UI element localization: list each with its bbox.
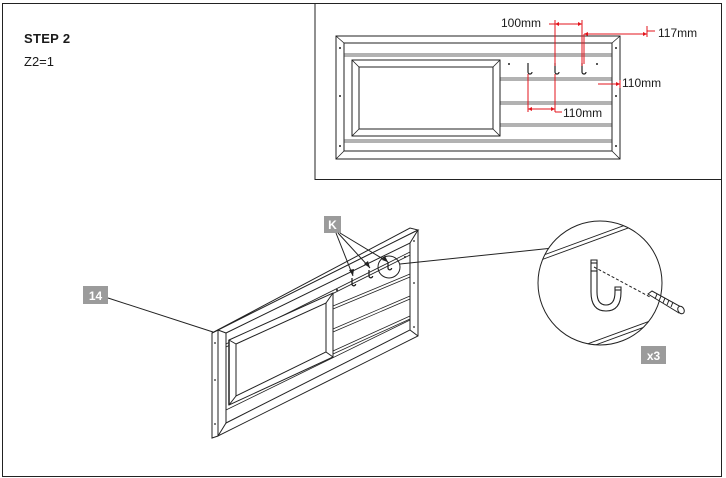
- step-quantity: Z2=1: [24, 54, 54, 69]
- panel-hook-1: [351, 278, 357, 287]
- detail-hooks: [527, 63, 587, 75]
- detail-hook-1: [527, 63, 533, 75]
- hook-part-label: K: [328, 218, 337, 232]
- detail-panel-inner: [343, 42, 613, 152]
- screw-icon: [647, 290, 685, 315]
- part-number-label: 14: [89, 289, 103, 303]
- panel-hooks: [351, 262, 393, 287]
- detail-panel-outer: [335, 35, 621, 160]
- hook-label-k: K: [324, 216, 389, 277]
- detail-hook-3: [581, 63, 587, 75]
- zoom-detail: x3: [537, 220, 685, 364]
- part-label-14: 14: [83, 286, 214, 333]
- dim-bottom-spacing: 110mm: [563, 106, 602, 120]
- screw-path: [593, 266, 651, 298]
- detail-mirror-glass: [358, 66, 494, 130]
- dimension-lines: [527, 20, 655, 113]
- hook-detail-icon: [590, 259, 622, 312]
- detail-hook-2: [554, 63, 560, 75]
- main-panel: [211, 227, 420, 439]
- dim-top-offset: 117mm: [658, 26, 697, 40]
- panel-hook-3: [387, 262, 393, 271]
- detail-view: 100mm 117mm 110mm 110mm: [314, 3, 722, 180]
- dim-hook-spacing: 100mm: [501, 16, 541, 30]
- part-leader: [107, 297, 214, 333]
- hook-count-badge: [641, 346, 666, 364]
- panel-hook-2: [368, 270, 374, 279]
- zoom-leader: [399, 247, 554, 265]
- dim-side-offset: 110mm: [622, 76, 661, 90]
- hook-count-label: x3: [647, 349, 661, 363]
- callout-ring: [377, 255, 401, 279]
- zoom-circle: [537, 220, 663, 346]
- step-title: STEP 2: [24, 31, 71, 46]
